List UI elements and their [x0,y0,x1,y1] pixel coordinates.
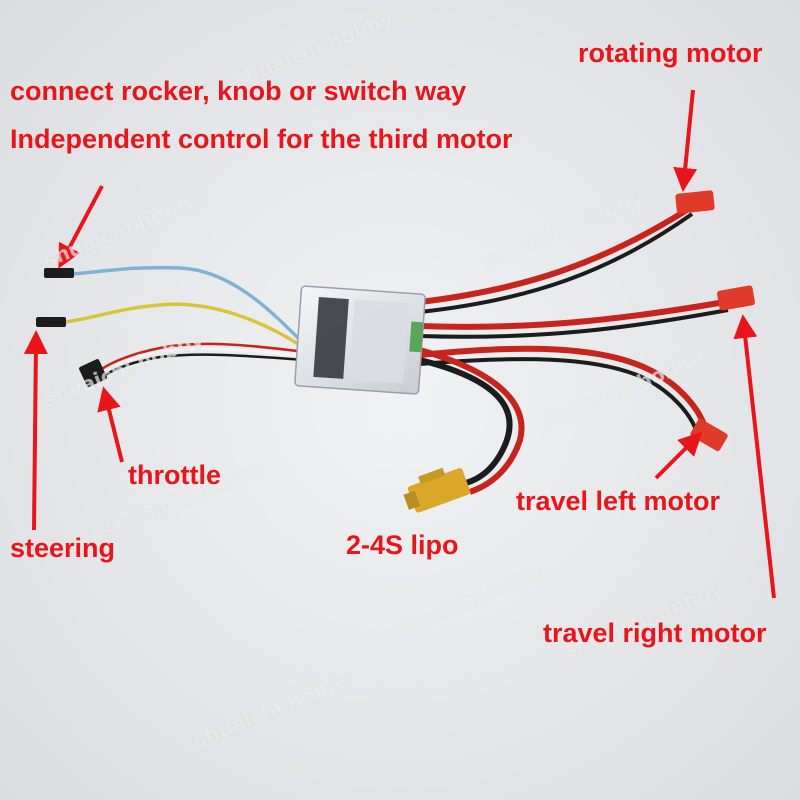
label-lipo: 2-4S lipo [346,530,459,560]
wire-yellow [64,302,301,347]
arrow-travel-right [733,314,776,599]
arrow-throttle [97,386,124,463]
wire-rotating-black [419,212,694,314]
wire-battery-black [419,357,513,487]
label-rotating-motor: rotating motor [578,38,763,68]
wire-left-black [419,357,698,431]
servo-plug [79,359,107,387]
arrow-steering [23,330,48,531]
pin-blue [44,268,74,278]
arrow-travel-left [654,431,703,480]
wire-servo-black [99,353,306,380]
wire-right-black [419,308,729,339]
wire-servo-white [99,347,306,376]
arrow-rotating [673,89,698,192]
label-throttle: throttle [128,460,221,490]
wire-right-red [419,299,726,330]
label-travel-left-motor: travel left motor [516,486,721,516]
arrow-third-motor [58,185,104,269]
connector-right [717,285,755,311]
pin-yellow [36,317,66,327]
label-travel-right-motor: travel right motor [543,618,767,648]
wire-blue [71,265,302,342]
t-plug [403,467,471,513]
esc-board [294,285,426,395]
wire-rotating-red [419,205,692,305]
wire-left-red [419,345,708,429]
label-steering: steering [10,533,116,563]
connector-rotating [675,190,715,214]
label-independent: Independent control for the third motor [10,124,513,154]
connector-left [690,418,728,452]
label-connect: connect rocker, knob or switch way [10,76,467,106]
wire-battery-red [419,347,525,495]
wire-servo-red [99,342,306,372]
